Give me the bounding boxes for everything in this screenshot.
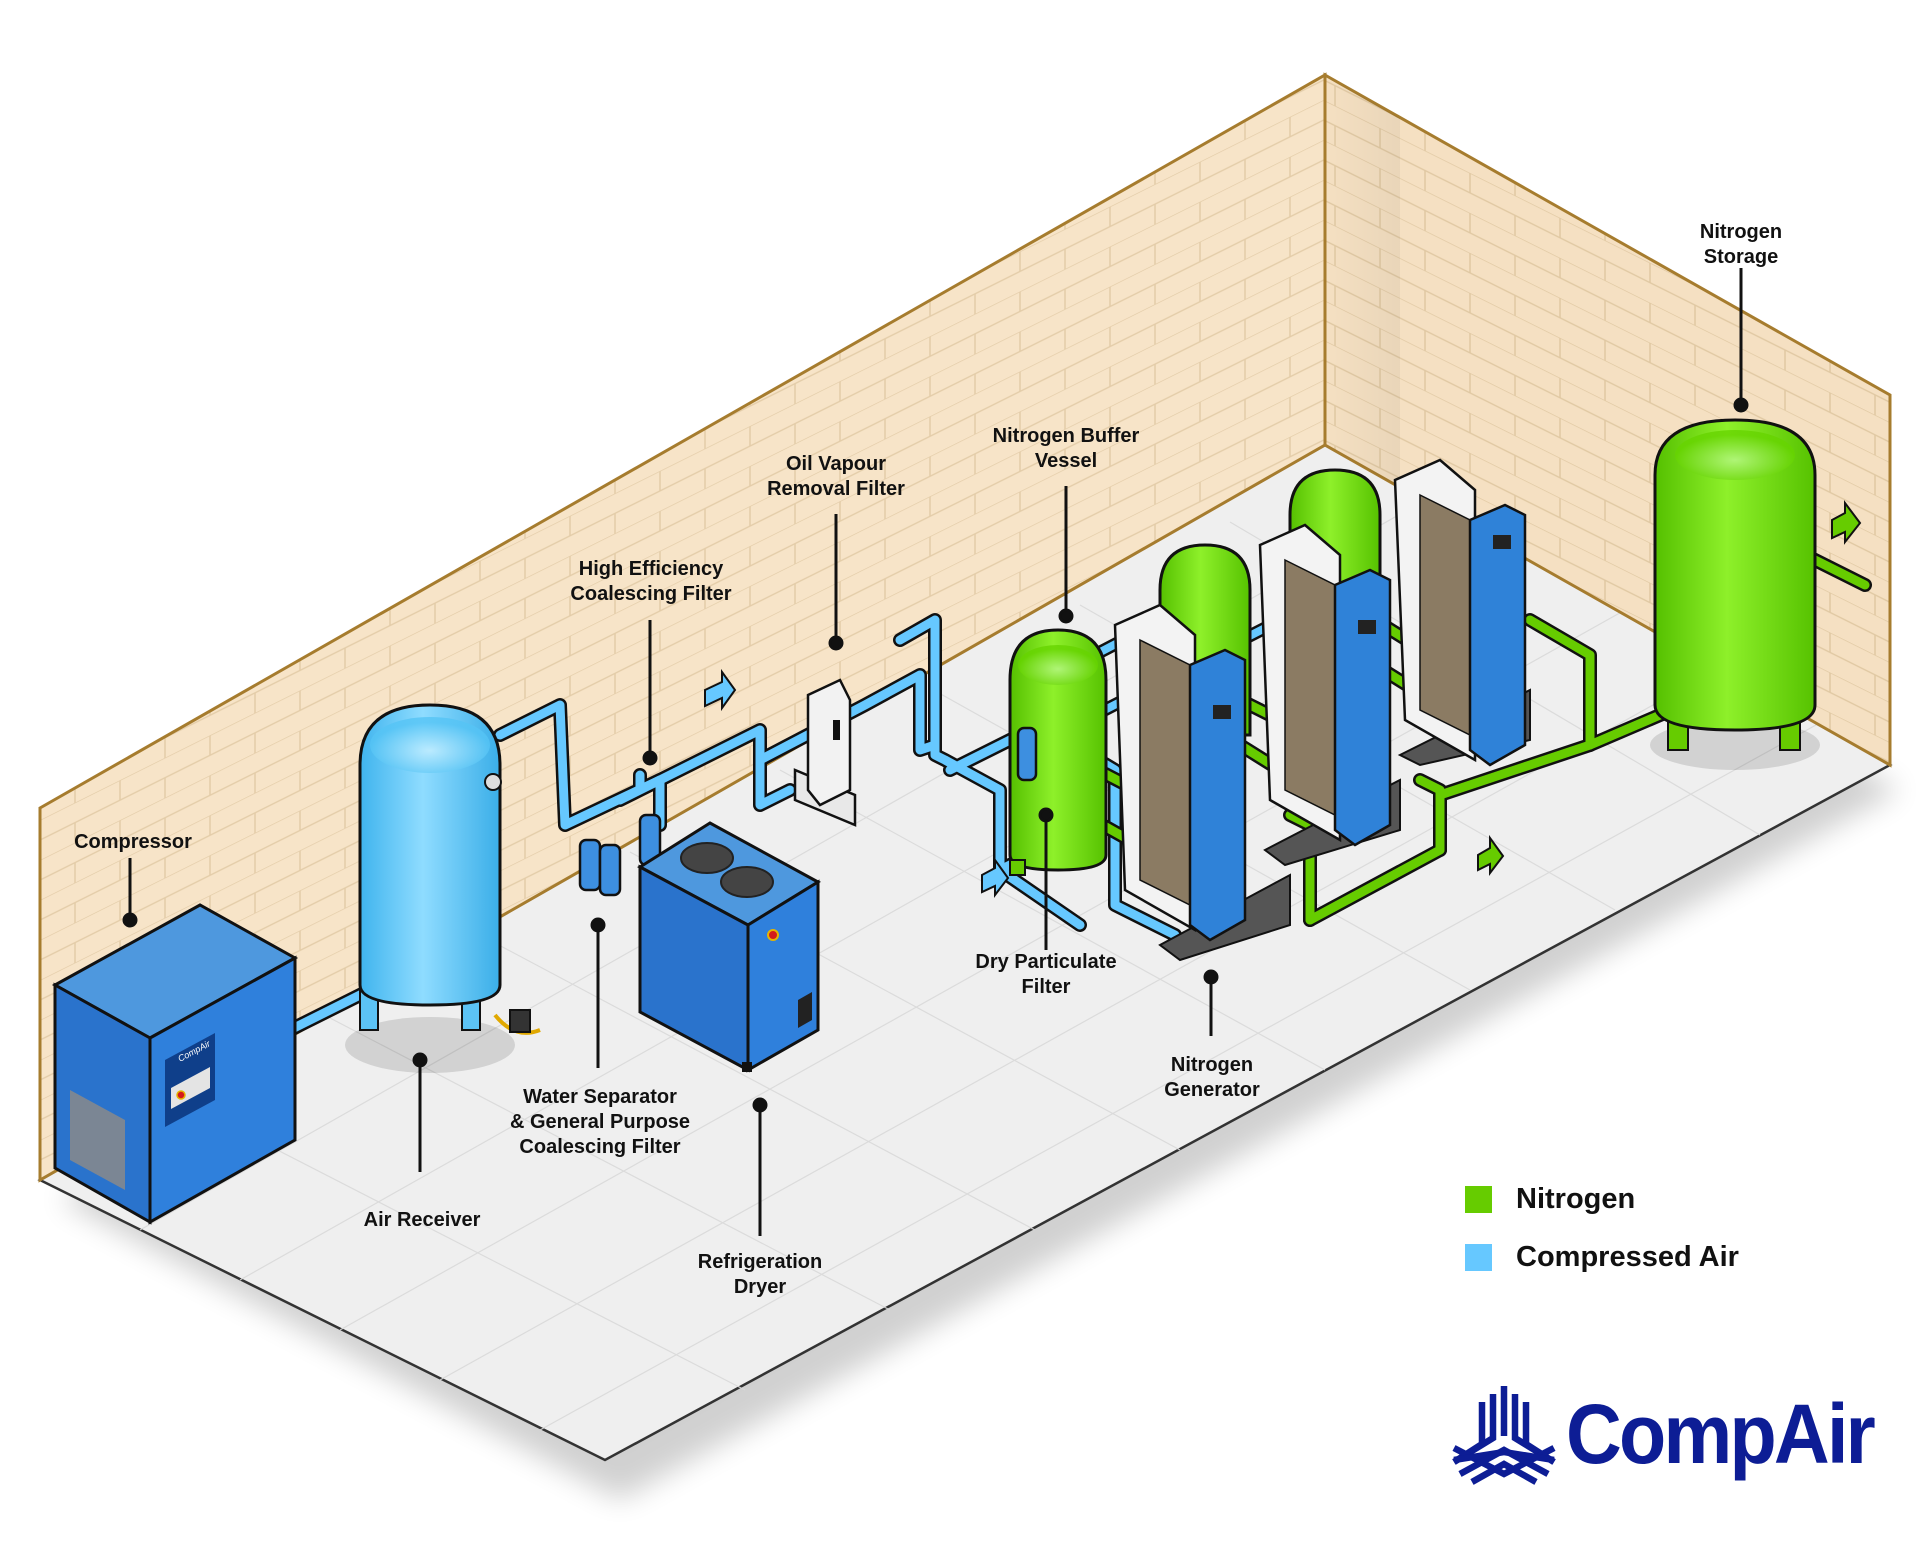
- label-high-efficiency-filter: High Efficiency Coalescing Filter: [570, 558, 732, 605]
- nitrogen-flow-arrow-icon: [1477, 834, 1505, 876]
- air-flow-arrow-icon: [981, 856, 1010, 898]
- label-nitrogen-buffer-vessel: Nitrogen Buffer Vessel: [992, 425, 1140, 472]
- label-refrigeration-dryer: Refrigeration Dryer: [697, 1251, 823, 1298]
- legend-item-nitrogen: Nitrogen: [1465, 1170, 1739, 1228]
- label-air-receiver: Air Receiver: [363, 1209, 481, 1231]
- leader-lines: [122, 268, 1749, 1236]
- legend-label: Nitrogen: [1516, 1182, 1636, 1215]
- nitrogen-swatch: [1465, 1185, 1492, 1213]
- legend-label: Compressed Air: [1516, 1240, 1739, 1273]
- compair-logo-icon: [1452, 1386, 1556, 1485]
- legend-item-compressed-air: Compressed Air: [1465, 1228, 1739, 1286]
- label-nitrogen-storage: Nitrogen Storage: [1699, 221, 1783, 268]
- label-compressor: Compressor: [74, 831, 192, 853]
- dry-particulate-filter: [1016, 726, 1038, 782]
- label-water-separator: Water Separator & General Purpose Coales…: [509, 1086, 691, 1158]
- air-flow-arrow-icon: [704, 668, 737, 712]
- refrigeration-dryer: [637, 821, 821, 1073]
- label-nitrogen-generator: Nitrogen Generator: [1164, 1054, 1260, 1101]
- flow-arrows: [704, 500, 1862, 898]
- oil-vapour-removal-filter: [793, 678, 857, 827]
- air-receiver: [345, 703, 541, 1073]
- legend: Nitrogen Compressed Air: [1465, 1170, 1739, 1286]
- compair-logo-text: CompAir: [1566, 1386, 1876, 1481]
- compressed-air-swatch: [1465, 1243, 1492, 1271]
- label-oil-vapour-filter: Oil Vapour Removal Filter: [767, 453, 905, 500]
- compair-logo: CompAir: [1448, 1378, 1900, 1490]
- nitrogen-generators: [1113, 458, 1531, 962]
- nitrogen-flow-arrow-icon: [1831, 500, 1862, 545]
- label-dry-particulate-filter: Dry Particulate Filter: [975, 951, 1117, 998]
- nitrogen-storage: [1650, 418, 1820, 770]
- compressor: CompAir: [51, 903, 299, 1225]
